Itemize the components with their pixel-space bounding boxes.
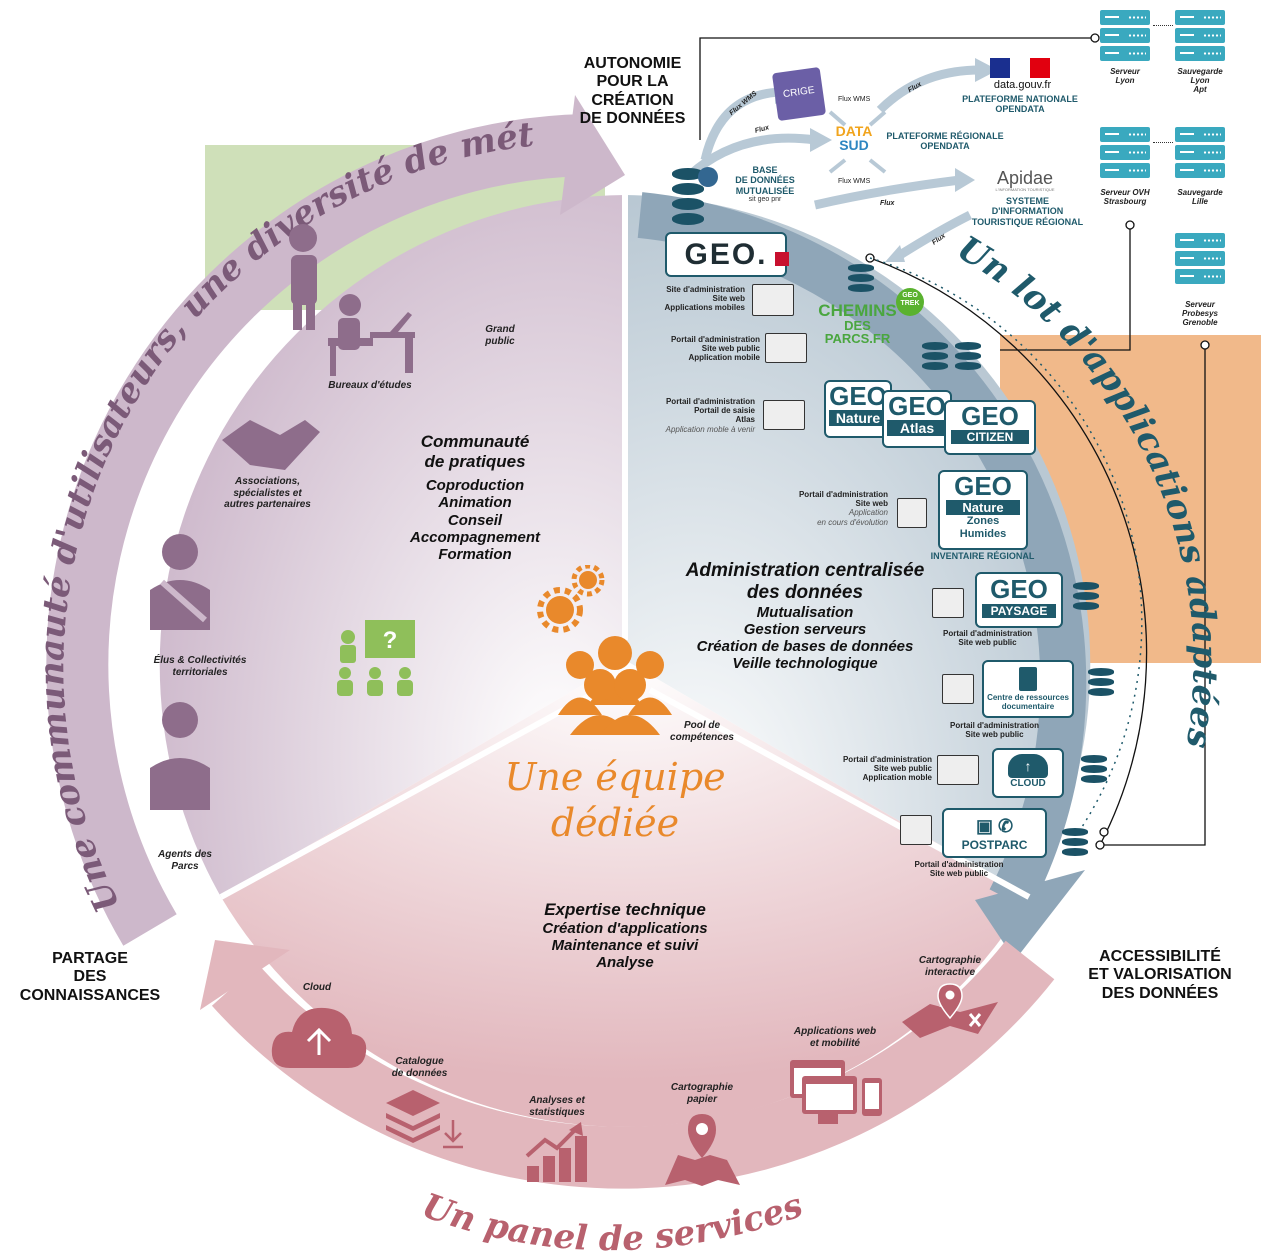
purple-arc <box>46 114 586 946</box>
datagouv-logo: data.gouv.fr <box>993 79 1052 91</box>
administration-block: Administration centralisée des données M… <box>685 560 925 673</box>
book-icon <box>1019 667 1037 691</box>
screen-icon <box>900 815 932 845</box>
geonature-zh-logo: GEO Nature Zones Humides <box>938 470 1028 550</box>
cloud-upload-icon <box>271 1007 367 1068</box>
team-icon <box>537 565 672 735</box>
pink-arc-label: Un panel de services <box>417 1185 808 1259</box>
screens-icon <box>765 333 807 363</box>
geo-logo: GEO. <box>665 232 787 277</box>
france-flag-icon <box>990 58 1050 78</box>
official-icon <box>150 534 210 630</box>
cloud-icon: ↑ <box>1008 754 1048 778</box>
centre-ressources-logo: Centre de ressources documentaire <box>982 660 1074 718</box>
communaute-block: Communauté de pratiques Coproduction Ani… <box>409 432 541 564</box>
server-icon <box>1175 127 1225 179</box>
purple-arrow-head <box>560 95 625 215</box>
inventaire-label: INVENTAIRE RÉGIONAL <box>930 551 1035 561</box>
user-icons <box>150 224 415 810</box>
layers-icon <box>386 1090 463 1149</box>
geocitizen-logo: GEO CITIZEN <box>944 400 1036 455</box>
flux-label: Flux WMS <box>838 178 871 185</box>
pink-sector <box>221 660 1029 1127</box>
expertise-block: Expertise technique Création d'applicati… <box>542 900 708 972</box>
flux-label: Flux WMS <box>838 96 871 103</box>
bureaux-label: Bureaux d'études <box>328 380 412 391</box>
screens-icon <box>752 284 794 316</box>
devices-icon <box>790 1060 882 1124</box>
pink-arrow-head <box>200 940 290 1010</box>
crige-logo: CRIGE <box>771 66 827 122</box>
pink-arc <box>211 940 1055 1189</box>
interactive-map-icon <box>902 983 998 1038</box>
apidae-tagline: L'INFORMATION TOURISTIQUE <box>995 187 1055 192</box>
database-icon <box>672 168 704 226</box>
postgres-icon <box>698 167 718 187</box>
geopaysage-logo: GEO PAYSAGE <box>975 572 1063 628</box>
server-icon <box>1175 10 1225 62</box>
screen-icon <box>942 674 974 704</box>
postparc-logo: ▣ ✆ POSTPARC <box>942 808 1047 858</box>
ranger-icon <box>150 702 210 810</box>
geoatlas-logo: GEO Atlas <box>882 390 952 448</box>
person-icon <box>289 224 317 330</box>
svg-text:?: ? <box>383 627 398 654</box>
stats-icon <box>525 1122 587 1182</box>
apidae-logo: Apidae <box>996 168 1054 188</box>
screen-icon <box>932 588 964 618</box>
flux-label: Flux <box>880 200 895 207</box>
server-icon <box>1175 233 1225 285</box>
server-icon <box>1100 127 1150 179</box>
cloud-logo: ↑ CLOUD <box>992 748 1064 798</box>
training-icon: ? <box>337 620 415 696</box>
address-book-icon: ▣ ✆ <box>975 816 1014 836</box>
server-icon <box>1100 10 1150 62</box>
purple-sector <box>159 195 626 897</box>
screens-icon <box>763 400 805 430</box>
cloud-service-label: Cloud <box>302 982 332 993</box>
handshake-icon <box>222 420 320 470</box>
screens-icon <box>937 755 979 785</box>
geonature-logo: GEO Nature <box>824 380 892 438</box>
blue-arrow-head <box>975 870 1085 960</box>
screen-icon <box>897 498 927 528</box>
paper-map-icon <box>665 1114 740 1186</box>
desk-worker-icon <box>328 294 415 376</box>
flux-arrows <box>686 65 981 259</box>
